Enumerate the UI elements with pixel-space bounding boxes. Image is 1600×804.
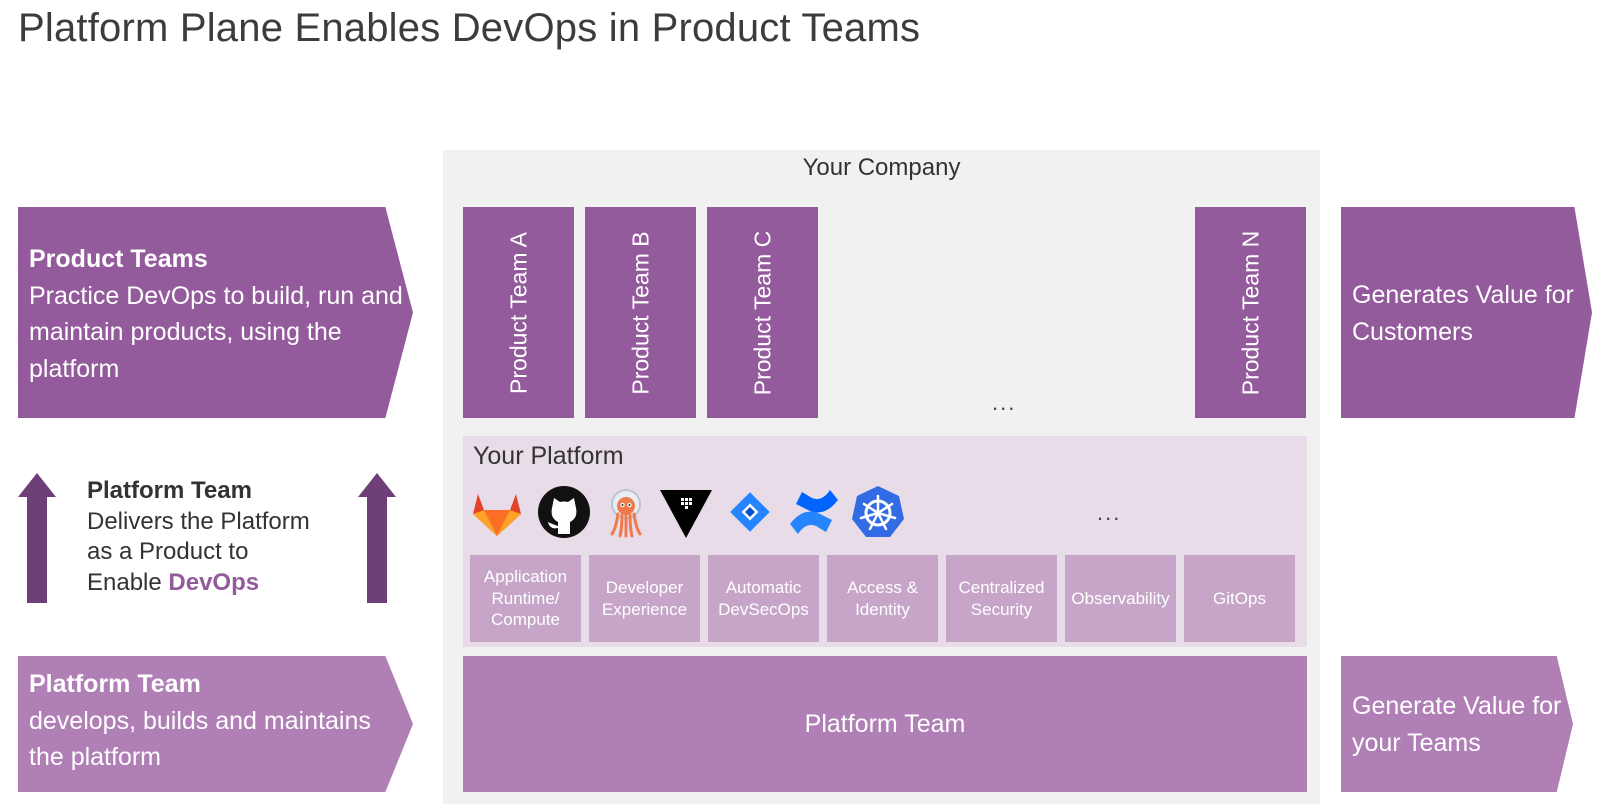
product-team-a: Product Team A bbox=[463, 207, 574, 418]
value-customers-line: Customers bbox=[1352, 317, 1473, 346]
value-teams-line: your Teams bbox=[1352, 728, 1481, 757]
product-team-n: Product Team N bbox=[1195, 207, 1306, 418]
capability-gitops: GitOps bbox=[1184, 555, 1295, 642]
platform-team-note-line: Enable DevOps bbox=[87, 568, 260, 596]
product-teams-heading: Product Teams bbox=[29, 245, 208, 273]
platform-team-heading: Platform Team bbox=[29, 670, 201, 698]
capability-observability: Observability bbox=[1065, 555, 1176, 642]
product-teams-line: platform bbox=[29, 354, 120, 383]
value-customers-chevron: Generates Value for Customers bbox=[1341, 207, 1592, 418]
platform-team-note: Platform Team Delivers the Platform as a… bbox=[87, 476, 310, 598]
confluence-icon bbox=[790, 490, 838, 534]
capability-centralized-security: Centralized Security bbox=[946, 555, 1057, 642]
gitlab-icon bbox=[473, 494, 521, 536]
value-customers-line: Generates Value for bbox=[1352, 281, 1574, 309]
product-teams-ellipsis: ... bbox=[992, 390, 1017, 415]
product-teams-line: maintain products, using the bbox=[29, 318, 342, 346]
platform-team-chevron: Platform Team develops, builds and maint… bbox=[18, 656, 413, 792]
jira-icon bbox=[730, 492, 770, 532]
product-team-b: Product Team B bbox=[585, 207, 696, 418]
platform-team-note-line: Delivers the Platform bbox=[87, 507, 310, 535]
platform-team-bar: Platform Team bbox=[463, 656, 1307, 792]
value-teams-chevron: Generate Value for your Teams bbox=[1341, 656, 1573, 792]
product-teams-chevron: Product Teams Practice DevOps to build, … bbox=[18, 207, 413, 418]
devops-highlight: DevOps bbox=[168, 568, 260, 596]
up-arrow-right bbox=[358, 473, 396, 603]
value-teams-line: Generate Value for bbox=[1352, 692, 1562, 720]
product-team-c: Product Team C bbox=[707, 207, 818, 418]
platform-team-line: the platform bbox=[29, 743, 162, 771]
vault-icon bbox=[660, 490, 712, 538]
kubernetes-icon bbox=[852, 486, 904, 537]
product-teams-line: Practice DevOps to build, run and bbox=[29, 281, 403, 310]
up-arrow-left bbox=[18, 473, 56, 603]
platform-title: Your Platform bbox=[473, 442, 624, 470]
page-title: Platform Plane Enables DevOps in Product… bbox=[18, 6, 921, 50]
capability-automatic-devsecops: Automatic DevSecOps bbox=[708, 555, 819, 642]
platform-team-note-heading: Platform Team bbox=[87, 477, 252, 504]
capability-access-identity: Access & Identity bbox=[827, 555, 938, 642]
platform-team-note-line: as a Product to bbox=[87, 538, 249, 565]
github-icon bbox=[538, 486, 590, 538]
argo-icon bbox=[610, 489, 642, 538]
capability-application-runtime: Application Runtime/ Compute bbox=[470, 555, 581, 642]
product-team-label: Product Team B bbox=[627, 230, 653, 395]
product-team-label: Product Team N bbox=[1237, 230, 1263, 395]
company-label: Your Company bbox=[802, 154, 961, 181]
platform-team-line: develops, builds and maintains bbox=[29, 706, 371, 735]
product-team-label: Product Team A bbox=[505, 231, 531, 394]
platform-icons-ellipsis: ... bbox=[1097, 500, 1122, 525]
product-team-label: Product Team C bbox=[749, 230, 775, 395]
capability-developer-experience: Developer Experience bbox=[589, 555, 700, 642]
